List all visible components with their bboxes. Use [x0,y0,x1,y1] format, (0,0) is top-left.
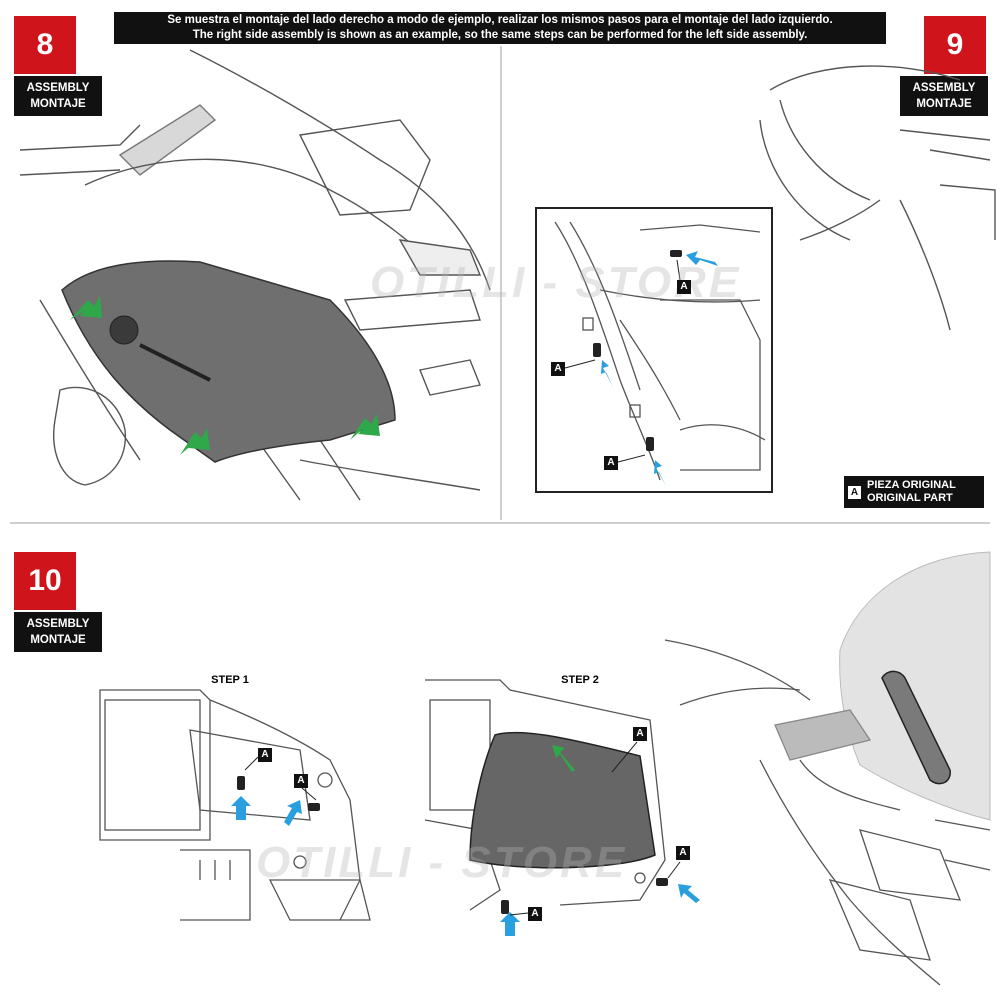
part-a-tag: A [528,907,542,921]
legend-original-part: A PIEZA ORIGINAL ORIGINAL PART [844,476,984,508]
windscreen-brace [881,670,951,785]
part-a-tag: A [677,280,691,294]
panel-divider-horizontal [10,522,990,524]
step-9-label-en: ASSEMBLY [912,82,976,94]
step-8-label-en: ASSEMBLY [26,82,90,94]
step-9-label-es: MONTAJE [916,98,972,110]
banner-text-en: The right side assembly is shown as an e… [192,29,808,41]
blue-arrows-step-9 [601,251,718,490]
banner-text-es: Se muestra el montaje del lado derecho a… [167,14,833,26]
watermark-bottom: OTILLI - STORE [256,838,628,887]
blue-arrows-step1 [231,796,302,826]
legend-text-es: PIEZA ORIGINAL [867,479,956,491]
part-a-tag: A [604,456,618,470]
step-10-right-drawing [664,639,991,986]
green-arrows-step-8 [70,296,380,455]
side-panel-part [61,260,396,463]
bolts-step1 [237,776,320,811]
panel-divider-vertical [500,46,502,520]
step-10-label-es: MONTAJE [30,634,86,646]
legend-key: A [848,485,861,499]
substep-1-label: STEP 1 [204,674,256,686]
panel-badge [139,343,211,382]
step-9-caption: ASSEMBLY MONTAJE [900,76,988,116]
arrows-step2 [500,745,700,936]
panel-knob [109,315,139,345]
part-a-tag: A [633,727,647,741]
bolts-step2 [501,878,668,914]
step-8-number: 8 [14,16,76,74]
windscreen-part [839,551,991,821]
inner-panel-part [469,731,656,869]
step-10-step2-drawing [424,679,666,911]
part-a-tag: A [294,774,308,788]
leader-lines-step2 [509,741,681,916]
step-10-step1-drawing [99,689,371,921]
leader-lines-step1 [244,756,317,801]
part-a-tag: A [551,362,565,376]
instruction-banner: Se muestra el montaje del lado derecho a… [114,12,886,44]
part-a-tag: A [258,748,272,762]
step-10-label-en: ASSEMBLY [26,618,90,630]
legend-text-en: ORIGINAL PART [867,492,953,504]
substep-2-label: STEP 2 [554,674,606,686]
step-9-detail-drawing [554,221,766,481]
step-8-label-es: MONTAJE [30,98,86,110]
step-10-number: 10 [14,552,76,610]
part-a-tag: A [676,846,690,860]
watermark-top: OTILLI - STORE [370,258,742,307]
step-8-caption: ASSEMBLY MONTAJE [14,76,102,116]
bolts-step-9 [593,250,682,451]
step-9-number: 9 [924,16,986,74]
step-10-caption: ASSEMBLY MONTAJE [14,612,102,652]
step-8-drawing [19,49,491,501]
step-9-drawing [759,65,996,331]
leader-lines-step-9 [564,259,681,463]
